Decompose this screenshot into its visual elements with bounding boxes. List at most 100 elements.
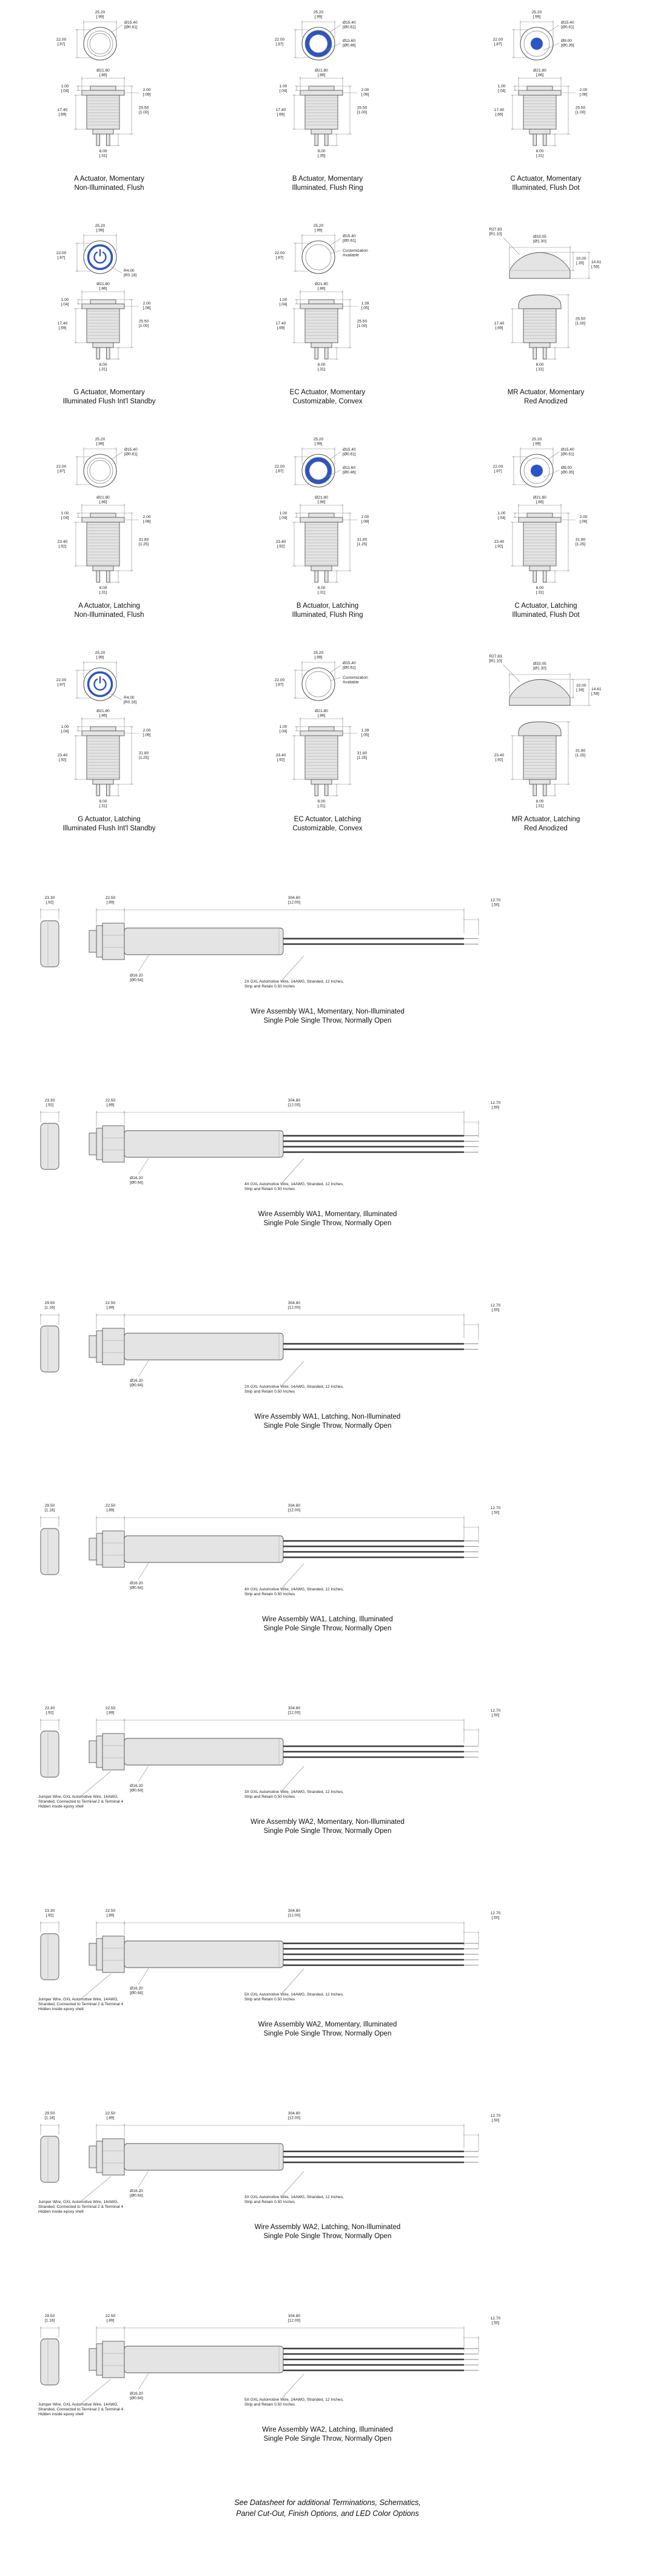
caption-line: Non-Illuminated, Flush (74, 611, 144, 619)
dim-inch-value: [.89] (107, 1103, 115, 1108)
wire-assembly-svg: 29.50[1.16]22.50[.89]304.80[12.00]12.70[… (40, 1301, 501, 1394)
dim-inch-value: [.89] (107, 1914, 115, 1918)
button-side-view (40, 1123, 59, 1170)
wire-note: 5X GXL Automotive Wire, 14AWG, Stranded,… (244, 2398, 344, 2402)
dim-value: 29.50 (45, 1301, 55, 1305)
dim-inch-value: [12.00] (288, 1103, 300, 1108)
actuator-drawing-b-latching: 25.20[.99]22.00[.87]Ø15.40[Ø0.61]Ø11.60[… (218, 432, 437, 645)
dim-inch-value: [1.00] (139, 110, 149, 115)
jumper-wire-note: Jumper Wire, GXL Automotive Wire, 14AWG, (38, 1997, 118, 2002)
dim-value: 23.30 (45, 1098, 55, 1103)
dim-value: 25.20 (95, 651, 106, 655)
wire-assembly-caption: Wire Assembly WA2, Latching, Illuminated… (262, 2426, 393, 2444)
actuator-flange (518, 90, 562, 96)
drawing-shape (309, 34, 328, 53)
dim-inch-value: [Ø0.61] (343, 452, 356, 457)
actuator-cap (89, 930, 97, 953)
jumper-wire-note: Hidden inside epoxy shell (38, 2007, 84, 2011)
dim-inch-value: [.50] (492, 1308, 500, 1313)
actuator-grid: 25.20[.99]22.00[.87]Ø15.40[Ø0.61]1.00[.0… (0, 5, 655, 859)
dim-value: Ø21.80 (315, 282, 328, 286)
dim-inch-value: [.99] (315, 15, 323, 19)
dim-inch-value: [.92] (46, 1711, 54, 1715)
actuator-flange (518, 517, 562, 523)
caption-line: Illuminated Flush Int'l Standby (62, 397, 156, 405)
illuminated-ring (305, 457, 332, 484)
actuator-face-outline (83, 27, 117, 61)
threaded-bushing (86, 308, 120, 343)
dim-value: 22.50 (106, 1504, 116, 1508)
dim-inch-value: [.87] (58, 256, 66, 260)
actuator-flange (96, 2343, 103, 2376)
caption-line: EC Actuator, Momentary (289, 389, 366, 396)
dim-inch-value: [12.00] (288, 1306, 300, 1310)
drawing-shape (329, 665, 341, 673)
actuator-cap (308, 86, 335, 91)
dim-value: 22.00 (56, 251, 67, 255)
dim-value: 10.00 (576, 684, 586, 688)
actuator-cap (89, 2348, 97, 2371)
switch-base (92, 565, 114, 571)
button-side-view (40, 1528, 59, 1575)
dim-inch-value: [.92] (46, 1103, 54, 1108)
terminal-pin (543, 347, 547, 360)
actuator-cap (526, 513, 553, 518)
dim-inch-value: [Ø0.35] (561, 44, 574, 48)
dim-inch-value: [.50] (492, 1713, 500, 1718)
terminal-pin (532, 570, 537, 583)
dim-value: R4.00 (124, 696, 135, 700)
terminal-pin (532, 347, 537, 360)
dim-value: 31.80 (139, 752, 149, 756)
dim-inch-value: [.69] (495, 326, 503, 331)
footer-line-1: See Datasheet for additional Termination… (234, 2498, 421, 2507)
drawing-shape (548, 24, 560, 33)
dim-inch-value: [Ø0.61] (343, 25, 356, 30)
dim-value: Ø11.60 (343, 39, 355, 43)
dim-value: 8.00 (536, 149, 544, 153)
drawing-shape (111, 24, 123, 33)
dim-value: 304.80 (288, 1909, 301, 1913)
dim-inch-value: [.08] (143, 306, 151, 311)
caption-line: Single Pole Single Throw, Normally Open (263, 2030, 392, 2037)
dim-value: 29.50 (45, 2314, 55, 2318)
wire-note: Strip and Retain 0.50 Inches (244, 2403, 295, 2407)
drawing-shape (111, 451, 123, 460)
dim-value: Ø16.20 (130, 1379, 143, 1383)
button-side-view (40, 1730, 59, 1778)
wire-note: Strip and Retain 0.50 Inches (244, 2200, 295, 2204)
mr-dome-profile (509, 679, 571, 706)
drawing-shape (281, 955, 304, 981)
terminal-pin (96, 133, 100, 146)
drawing-shape (138, 2170, 149, 2188)
button-side-view (40, 1933, 59, 1980)
dim-value: Ø15.40 (124, 21, 138, 25)
dim-inch-value: [.50] (492, 1511, 500, 1515)
drawing-shape (89, 33, 111, 55)
wire-note: Strip and Retain 0.50 Inches (244, 1592, 295, 1596)
drawing-shape (81, 1771, 112, 1796)
actuator-drawing-c-momentary: 25.20[.99]22.00[.87]Ø15.40[Ø0.61]Ø9.00[Ø… (437, 5, 655, 218)
dim-value: Ø33.05 (533, 662, 546, 666)
illuminated-ring (87, 671, 113, 698)
dim-value: R27.83 (489, 654, 502, 659)
dim-inch-value: [Ø0.64] (130, 1991, 143, 1996)
dim-inch-value: [.92] (59, 758, 67, 762)
dim-value: 22.50 (106, 2314, 116, 2318)
wire-note: Strip and Retain 0.50 Inches (244, 984, 295, 989)
drawing-shape (89, 460, 111, 482)
dim-value: 25.20 (532, 10, 542, 15)
dim-value: Ø15.40 (561, 448, 574, 452)
standby-symbol-icon (93, 678, 107, 691)
dim-inch-value: [.99] (315, 442, 323, 446)
dim-value: Ø33.05 (533, 235, 546, 239)
footer-line-2: Panel Cut-Out, Finish Options, and LED C… (236, 2509, 419, 2518)
drawing-shape (329, 451, 341, 460)
switch-base (311, 129, 332, 135)
dim-value: 22.00 (275, 251, 285, 255)
dim-inch-value: [1.00] (139, 324, 149, 328)
